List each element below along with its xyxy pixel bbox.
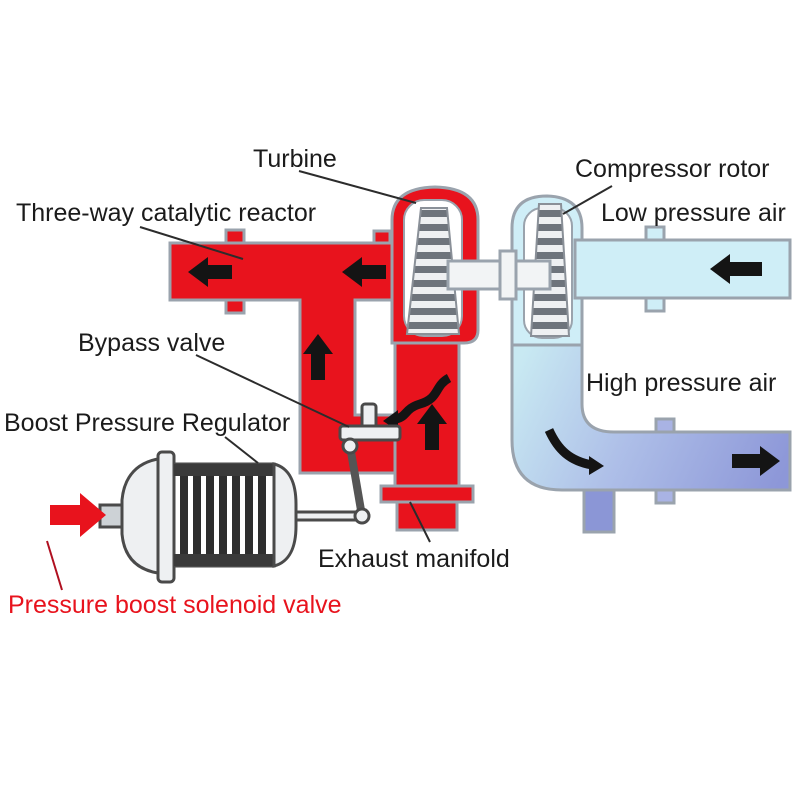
high-pressure-pipe — [510, 343, 792, 492]
turbine-inlet-flange — [372, 229, 392, 245]
regulator-right-cap — [272, 462, 298, 568]
leader-line-compressor-rotor — [562, 185, 613, 215]
hp-pipe-flange-bottom — [654, 488, 676, 505]
label-compressor-rotor: Compressor rotor — [575, 155, 770, 183]
actuator-linkage — [292, 437, 371, 525]
regulator-flange-disc — [156, 450, 176, 584]
actuator-lever — [346, 445, 366, 517]
boost-pressure-regulator — [98, 450, 298, 584]
exhaust-pipe-flange-bottom — [224, 298, 246, 315]
outlet-stub — [582, 488, 616, 534]
leader-line-turbine — [298, 170, 417, 204]
label-high-pressure-air: High pressure air — [586, 369, 777, 397]
flow-arrow-elbow-curve — [544, 428, 593, 470]
label-bypass-valve: Bypass valve — [78, 329, 226, 357]
leader-line-reactor — [139, 226, 244, 260]
flow-arrow-exhaust-up-branch — [303, 334, 333, 380]
regulator-bell-cap — [120, 456, 168, 576]
flow-arrow-bypass-curve — [394, 374, 452, 424]
label-boost-pressure-regulator: Boost Pressure Regulator — [4, 409, 291, 437]
flow-arrow-intake-left — [710, 254, 762, 284]
turbine-rotor — [405, 207, 461, 335]
label-turbine: Turbine — [253, 145, 337, 173]
flow-arrow-manifold-up — [417, 404, 447, 450]
leader-line-regulator — [224, 436, 259, 464]
lp-pipe-flange-bottom — [644, 296, 666, 313]
flow-arrow-elbow-head — [589, 456, 604, 475]
leader-line-bypass-valve — [195, 354, 350, 428]
solenoid-pointer-arrow — [50, 493, 106, 537]
flow-arrow-exhaust-left-1 — [188, 257, 232, 287]
label-three-way-catalytic-reactor: Three-way catalytic reactor — [16, 199, 317, 227]
bypass-valve — [338, 402, 402, 442]
leader-line-solenoid — [46, 540, 63, 591]
shaft-collar — [498, 249, 518, 301]
leader-line-exhaust-manifold — [409, 501, 431, 543]
lever-joint-bottom — [353, 507, 371, 525]
lp-pipe-flange-top — [644, 225, 666, 242]
exhaust-pipe-flange-top — [224, 228, 246, 245]
flow-arrow-hp-right — [732, 446, 780, 476]
label-exhaust-manifold: Exhaust manifold — [318, 545, 510, 573]
label-pressure-boost-solenoid-valve: Pressure boost solenoid valve — [8, 591, 342, 619]
hp-pipe-flange-top — [654, 417, 676, 434]
lever-joint-top — [341, 437, 359, 455]
flow-arrow-exhaust-left-2 — [342, 257, 386, 287]
label-low-pressure-air: Low pressure air — [601, 199, 786, 227]
